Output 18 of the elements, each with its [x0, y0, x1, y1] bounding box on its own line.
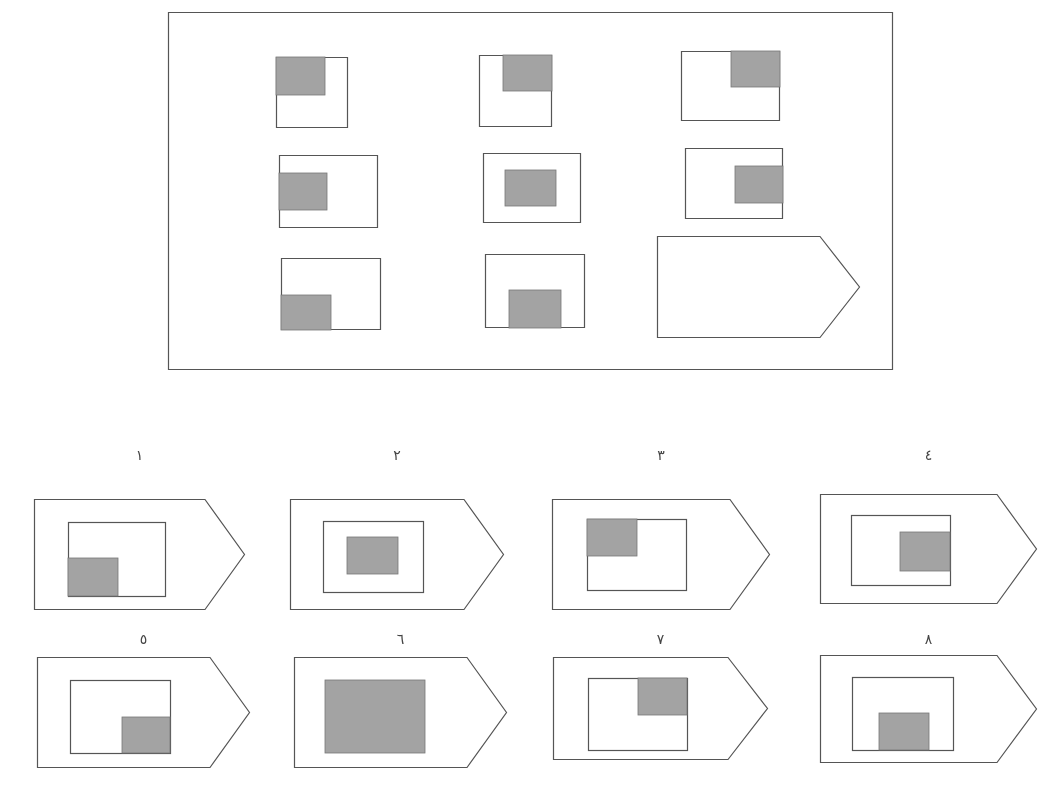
option-number: ١ [134, 446, 145, 464]
matrix-cell [681, 51, 780, 121]
empty-answer-slot [657, 236, 860, 338]
option-number: ٦ [395, 630, 406, 648]
option-number: ٥ [138, 630, 149, 648]
option-number: ٤ [923, 446, 934, 464]
option-number: ٨ [923, 630, 934, 648]
option-number: ٢ [392, 446, 402, 464]
matrix-cell [479, 55, 552, 127]
option-number: ٣ [656, 446, 666, 464]
matrix-cell [281, 258, 381, 330]
matrix-cell [276, 57, 348, 128]
matrix-cell [279, 155, 378, 228]
option-number: ٧ [655, 630, 666, 648]
matrix-cell [485, 254, 585, 328]
matrix-cell [483, 153, 581, 223]
matrix-cell [685, 148, 783, 219]
puzzle-frame [168, 12, 893, 370]
